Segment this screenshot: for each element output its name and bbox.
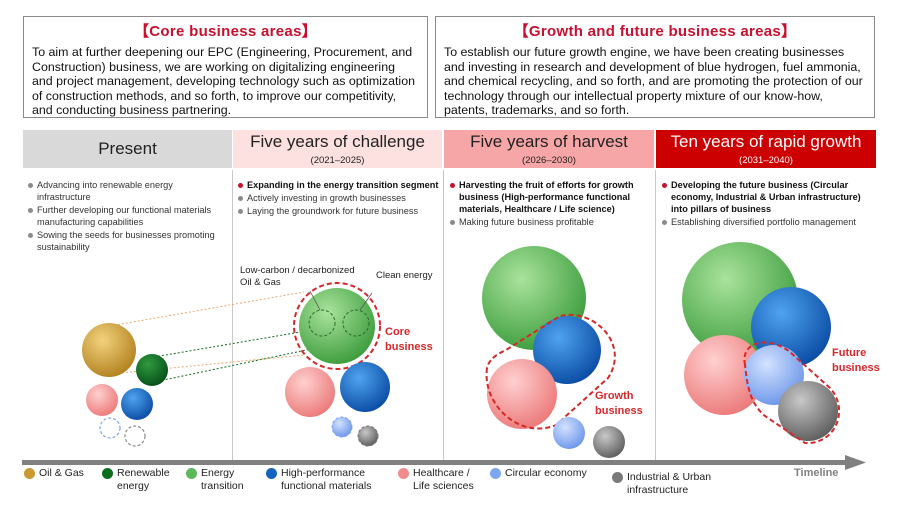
bubble-infrastructure bbox=[778, 381, 838, 441]
bubble-circular-economy bbox=[553, 417, 585, 449]
bubble-healthcare bbox=[285, 367, 335, 417]
legend-swatch bbox=[186, 468, 197, 479]
core-business-box: 【Core business areas】 To aim at further … bbox=[23, 16, 428, 118]
column-divider bbox=[232, 170, 233, 460]
timeline-label: Timeline bbox=[794, 467, 839, 479]
legend-swatch bbox=[102, 468, 113, 479]
phase-name: Ten years of rapid growth bbox=[670, 132, 862, 151]
bubble-oil-gas bbox=[82, 323, 136, 377]
bubble-circular-economy bbox=[99, 417, 121, 439]
bullet-item: Advancing into renewable energy infrastr… bbox=[27, 179, 227, 203]
label-clean-energy: Clean energy bbox=[376, 270, 433, 281]
bullets-present: Advancing into renewable energy infrastr… bbox=[27, 179, 227, 254]
bullets-challenge: Expanding in the energy transition segme… bbox=[237, 179, 440, 218]
legend-infrastructure: Industrial & Urban infrastructure bbox=[612, 471, 742, 497]
bubble-functional-materials bbox=[121, 388, 153, 420]
legend-energy-transition: Energy transition bbox=[186, 467, 258, 493]
bubble-circular-economy bbox=[744, 345, 804, 405]
phase-name: Present bbox=[98, 139, 157, 158]
legend-label: Energy transition bbox=[201, 467, 244, 492]
column-divider bbox=[443, 170, 444, 460]
bubble-renewable-energy bbox=[136, 354, 168, 386]
phase-years: (2026–2030) bbox=[522, 155, 576, 166]
core-business-outline bbox=[293, 282, 381, 370]
phase-name: Five years of challenge bbox=[250, 132, 425, 151]
bubble-functional-materials bbox=[340, 362, 390, 412]
legend-swatch bbox=[398, 468, 409, 479]
bullet-item: Making future business profitable bbox=[449, 216, 651, 228]
bubble-infrastructure bbox=[357, 425, 379, 447]
bubble-healthcare bbox=[86, 384, 118, 416]
legend-swatch bbox=[266, 468, 277, 479]
legend-oil-gas: Oil & Gas bbox=[24, 467, 104, 480]
bullet-item: Laying the groundwork for future busines… bbox=[237, 205, 440, 217]
future-business-outline bbox=[743, 341, 841, 445]
bubble-energy-transition bbox=[299, 288, 375, 364]
legend-label: Circular economy bbox=[505, 467, 587, 479]
legend-swatch bbox=[490, 468, 501, 479]
core-business-title: 【Core business areas】 bbox=[133, 23, 318, 40]
bullet-item-highlight: Developing the future business (Circular… bbox=[661, 179, 875, 215]
phase-years: (2021–2025) bbox=[310, 155, 365, 166]
bubble-energy-transition bbox=[682, 242, 798, 358]
bullet-item-highlight: Harvesting the fruit of efforts for grow… bbox=[449, 179, 651, 215]
phase-header-rapid-growth: Ten years of rapid growth (2031–2040) bbox=[656, 130, 876, 168]
growth-business-text: To establish our future growth engine, w… bbox=[444, 45, 863, 118]
bullet-item: Sowing the seeds for businesses promotin… bbox=[27, 229, 227, 253]
bullet-item: Further developing our functional materi… bbox=[27, 204, 227, 228]
core-business-text: To aim at further deepening our EPC (Eng… bbox=[32, 45, 415, 118]
bubble-functional-materials bbox=[751, 287, 831, 367]
transition-connectors bbox=[109, 291, 317, 383]
bullet-item: Establishing diversified portfolio manag… bbox=[661, 216, 875, 228]
legend-label: Renewable energy bbox=[117, 467, 170, 492]
legend-label: Oil & Gas bbox=[39, 467, 84, 479]
phase-header-present: Present bbox=[23, 130, 232, 168]
label-growth-business: Growth business bbox=[595, 390, 643, 417]
bubble-healthcare bbox=[487, 359, 557, 429]
legend-swatch bbox=[24, 468, 35, 479]
bullet-item: Actively investing in growth businesses bbox=[237, 192, 440, 204]
bubble-healthcare bbox=[684, 335, 764, 415]
phase-years: (2031–2040) bbox=[739, 155, 793, 166]
legend-functional-materials: High-performance functional materials bbox=[266, 467, 396, 493]
phase-name: Five years of harvest bbox=[470, 132, 628, 151]
bubble-circular-economy bbox=[331, 416, 353, 438]
legend-circular-economy: Circular economy bbox=[490, 467, 605, 480]
label-future-business: Future business bbox=[832, 347, 880, 374]
bubble-functional-materials bbox=[533, 316, 601, 384]
bullet-item-highlight: Expanding in the energy transition segme… bbox=[237, 179, 440, 191]
legend-swatch bbox=[612, 472, 623, 483]
legend-label: High-performance functional materials bbox=[281, 467, 372, 492]
bullets-rapid-growth: Developing the future business (Circular… bbox=[661, 179, 875, 229]
growth-business-title: 【Growth and future business areas】 bbox=[513, 23, 797, 40]
label-core-business: Core business bbox=[385, 326, 433, 353]
phase-header-challenge: Five years of challenge (2021–2025) bbox=[233, 130, 442, 168]
legend-label: Healthcare / Life sciences bbox=[413, 467, 474, 492]
legend-renewable-energy: Renewable energy bbox=[102, 467, 172, 493]
phase-header-harvest: Five years of harvest (2026–2030) bbox=[444, 130, 654, 168]
bubble-energy-transition bbox=[482, 246, 586, 350]
sub-bubble-low-carbon bbox=[308, 309, 336, 337]
label-low-carbon-oil-gas: Low-carbon / decarbonized Oil & Gas bbox=[240, 265, 355, 288]
growth-business-box: 【Growth and future business areas】 To es… bbox=[435, 16, 875, 118]
sub-bubble-clean-energy bbox=[342, 309, 370, 337]
column-divider bbox=[655, 170, 656, 460]
legend-healthcare: Healthcare / Life sciences bbox=[398, 467, 488, 493]
bubble-infrastructure bbox=[593, 426, 625, 458]
bubble-infrastructure bbox=[124, 425, 146, 447]
bullets-harvest: Harvesting the fruit of efforts for grow… bbox=[449, 179, 651, 229]
legend-label: Industrial & Urban infrastructure bbox=[627, 471, 712, 496]
